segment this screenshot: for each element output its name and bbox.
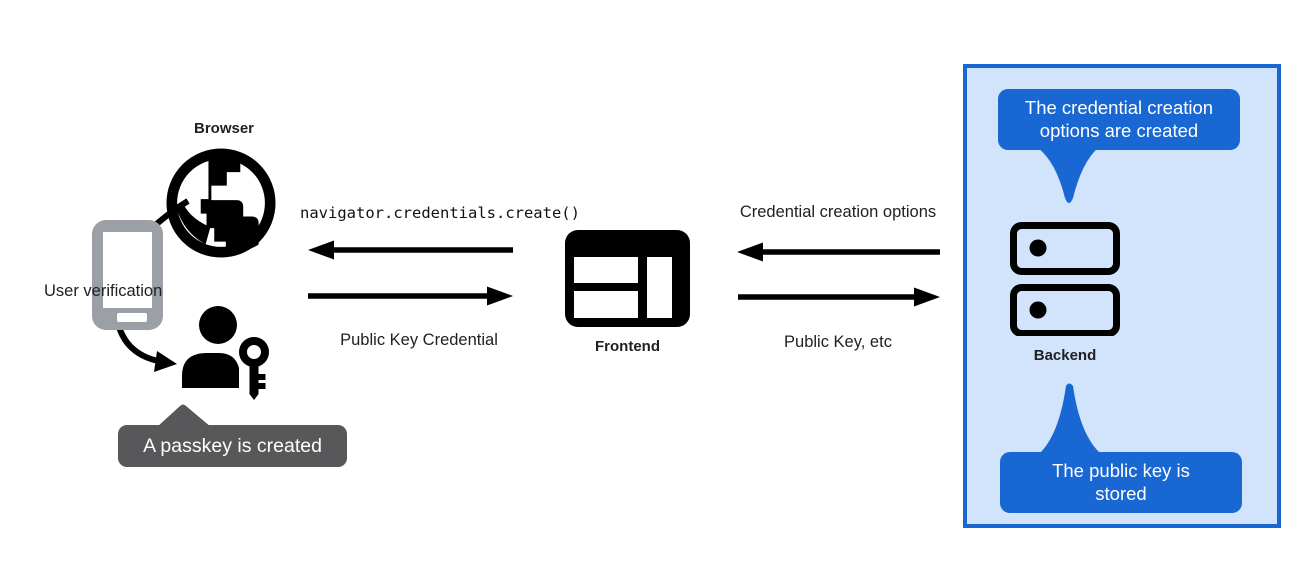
- user-key-icon: [182, 306, 269, 400]
- passkey-tooltip: A passkey is created: [118, 425, 347, 467]
- arrow-public-key-credential: [308, 286, 513, 306]
- globe-icon: [166, 148, 276, 258]
- arrow-create-call: [308, 240, 513, 260]
- backend-tooltip-top-tail: [1038, 148, 1098, 203]
- backend-label: Backend: [1033, 347, 1097, 364]
- api-call-label: navigator.credentials.create(): [300, 204, 580, 222]
- user-verification-label: User verification: [44, 282, 163, 300]
- backend-tooltip-top-line1: The credential creation: [1024, 97, 1214, 118]
- arrow-public-key-etc: [738, 287, 940, 307]
- frontend-label: Frontend: [595, 338, 660, 355]
- backend-tooltip-bottom-line2: stored: [1095, 482, 1147, 504]
- browser-window-icon: [565, 230, 690, 327]
- arrow-credential-options: [737, 242, 940, 262]
- credential-options-label: Credential creation options: [739, 203, 937, 221]
- backend-tooltip-top: The credential creation options are crea…: [998, 89, 1240, 150]
- server-icon: [1010, 222, 1120, 336]
- backend-tooltip-bottom-line1: The public key is: [1052, 460, 1190, 481]
- backend-tooltip-bottom-tail: [1039, 383, 1101, 454]
- backend-tooltip-bottom: The public key is stored: [1000, 452, 1242, 513]
- public-key-credential-label: Public Key Credential: [340, 331, 498, 349]
- browser-label: Browser: [193, 120, 255, 137]
- passkey-tooltip-pointer: [157, 404, 211, 427]
- public-key-etc-label: Public Key, etc: [784, 333, 892, 351]
- backend-tooltip-top-line2: options are created: [1039, 119, 1199, 141]
- smartphone-icon: [92, 220, 163, 330]
